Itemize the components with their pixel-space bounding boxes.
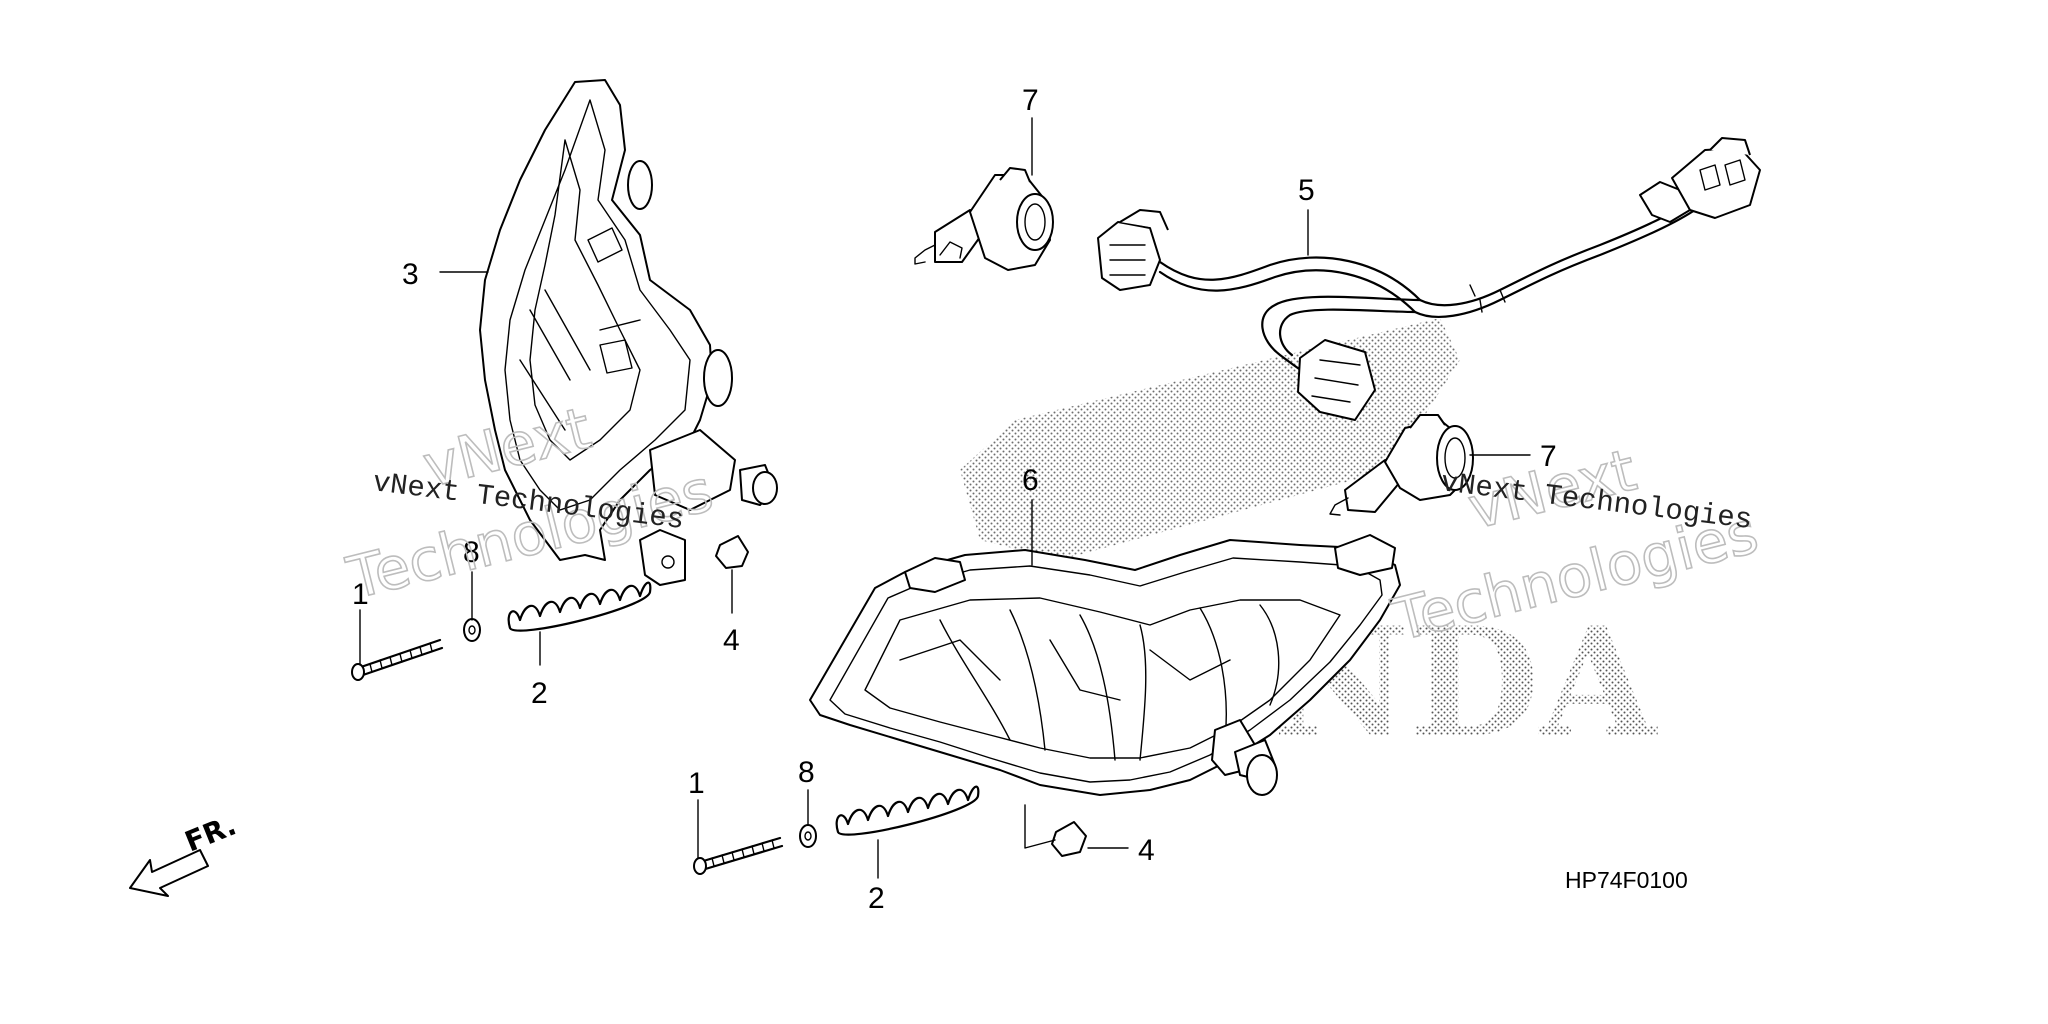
washer-right <box>799 824 817 848</box>
clip-nut-right <box>1051 821 1087 857</box>
wire-harness <box>1097 137 1761 421</box>
callout-2-right: 2 <box>868 882 885 915</box>
callout-8-right: 8 <box>798 756 815 789</box>
callout-5: 5 <box>1298 174 1315 207</box>
washer-left <box>463 618 481 642</box>
bulb-socket-lower <box>1329 414 1474 516</box>
screw-right <box>693 836 784 875</box>
callout-2-left: 2 <box>531 677 548 710</box>
callout-7-right: 7 <box>1540 440 1557 473</box>
callout-3: 3 <box>402 258 419 291</box>
callout-7-top: 7 <box>1022 84 1039 117</box>
front-label: FR. <box>180 808 240 858</box>
callout-1-right: 1 <box>688 767 705 800</box>
callout-8-left: 8 <box>463 536 480 569</box>
callout-1-left: 1 <box>352 578 369 611</box>
spring-left <box>507 581 652 632</box>
screw-left <box>351 638 444 681</box>
headlight-left-assembly <box>479 79 778 586</box>
leader-lines <box>359 117 1531 879</box>
callout-6: 6 <box>1022 464 1039 497</box>
callout-4-left: 4 <box>723 624 740 657</box>
diagram-code: HP74F0100 <box>1565 867 1688 893</box>
bulb-socket-upper <box>914 167 1054 271</box>
clip-nut-left <box>715 535 749 569</box>
callout-4-right: 4 <box>1138 834 1155 867</box>
front-direction-arrow: FR. <box>129 808 241 897</box>
spring-right <box>835 785 980 836</box>
headlight-right-assembly <box>809 534 1401 796</box>
stipple-shadow <box>960 318 1460 560</box>
